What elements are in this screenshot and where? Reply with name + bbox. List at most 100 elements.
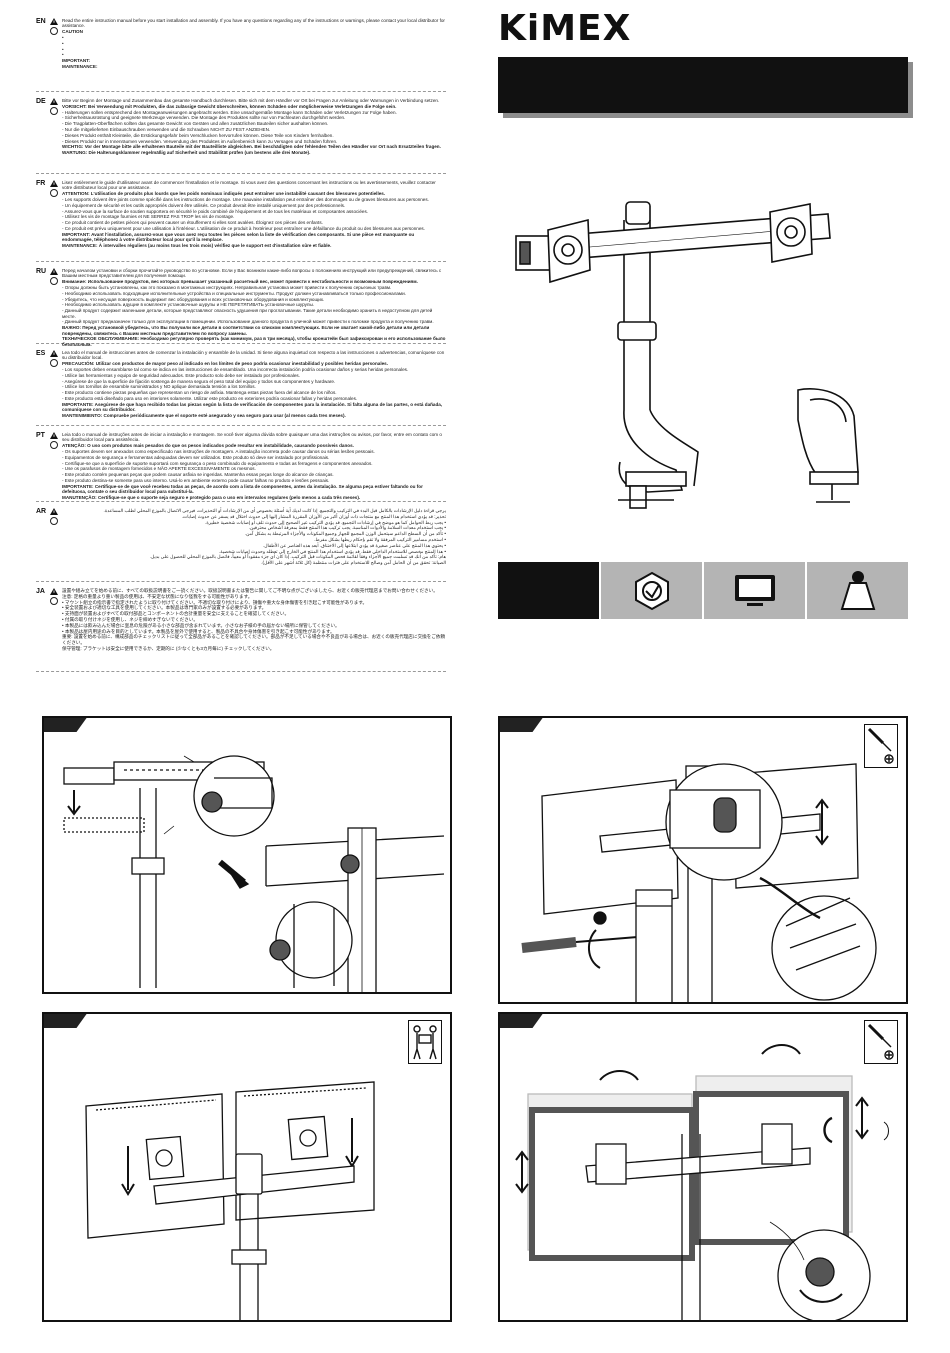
- instruction-line: MAINTENANCE: À intervalles réguliers (au…: [62, 242, 332, 248]
- language-block-pt: PT Leia todo o manual de instruções antes…: [36, 432, 446, 502]
- language-code: DE: [36, 98, 46, 105]
- instruction-line: - Utilisez les vis de montage fournies e…: [62, 214, 235, 220]
- step-panel-3: [498, 716, 908, 1004]
- manual-icon: [50, 597, 58, 605]
- language-code: FR: [36, 180, 46, 187]
- instruction-line: WARTUNG: Die Halterungsklammer regelmäßi…: [62, 150, 311, 156]
- instruction-line: تحذير: قد يؤدي استخدام هذا المنتج مع منت…: [181, 513, 446, 519]
- instruction-line: 設置や組み立てを始める前に、すべての取扱説明書をご一読ください。取扱説明書または…: [62, 588, 438, 593]
- title-banner: [498, 57, 908, 113]
- instruction-line: - Utilice las herramientas y equipo de s…: [62, 372, 300, 378]
- instruction-line: IMPORTANT: Avant l'installation, assurez…: [62, 231, 415, 243]
- step-tab: [44, 1014, 88, 1028]
- instruction-line: - Este produto contém pequenas peças que…: [62, 472, 334, 478]
- language-block-fr: FR Lisez entièrement le guide d'utilisate…: [36, 180, 446, 262]
- instruction-line: - Nur die mitgelieferten Einbauschrauben…: [62, 126, 271, 132]
- language-block-ru: RU Перед началом установки и сборки прочи…: [36, 268, 446, 347]
- instruction-line: - Asegúrese de que la superficie de fija…: [62, 378, 336, 384]
- language-text: 設置や組み立てを始める前に、すべての取扱説明書をご一読ください。取扱説明書または…: [62, 588, 446, 651]
- manual-icon: [50, 359, 58, 367]
- instruction-line: • هذا المنتج مخصص للاستخدام الداخلي فقط.…: [219, 548, 446, 554]
- instruction-line: - Este producto está diseñado para uso e…: [62, 395, 358, 401]
- instruction-line: MAINTENANCE:: [62, 63, 98, 69]
- instruction-line: • 本製品には飲み込んだ場合に窒息の危険がある小さな部品が含まれています。小さな…: [62, 622, 340, 628]
- manual-icon: [50, 517, 58, 525]
- instruction-line: PRECAUCIÓN: Utilizar con productos de ma…: [62, 361, 388, 367]
- instruction-line: - Utilice los tornillos de ensamble sumi…: [62, 384, 256, 390]
- manual-icon: [50, 107, 58, 115]
- instruction-line: هام: تأكد من أنك قد تسلمت جميع الأجزاء و…: [149, 554, 446, 560]
- language-code: PT: [36, 432, 45, 439]
- instruction-line: - Os suportes devem ser anexados como es…: [62, 449, 375, 454]
- instruction-line: 注意: 定格の重量より重い製品の使用は、不安定な状態になり怪我をする可能性があり…: [62, 593, 253, 599]
- language-text: Перед началом установки и сборки прочита…: [62, 268, 446, 348]
- language-text: Bitte vor Beginn der Montage und Zusamme…: [62, 98, 446, 156]
- warning-icon: [50, 98, 58, 105]
- step-3-illustration: [521, 763, 877, 1002]
- instruction-line: • يحتوي هذا المنتج على عناصر صغيرة قد يؤ…: [262, 542, 446, 548]
- instruction-line: - Assurez-vous que la surface de soutien…: [62, 208, 369, 214]
- step-1-illustration: [63, 755, 445, 992]
- manual-icon: [50, 27, 58, 35]
- warning-icon: [50, 588, 58, 595]
- monitor-icon: [734, 574, 775, 606]
- language-text: Read the entire instruction manual befor…: [62, 18, 446, 70]
- instruction-line: الصيانة: تحقق من أن الحامل آمن وصالح للا…: [261, 560, 446, 566]
- manual-icon: [50, 277, 58, 285]
- language-code: EN: [36, 18, 46, 25]
- weight-icon: [840, 570, 875, 610]
- instruction-line: WICHTIG: Vor der Montage bitte alle erha…: [62, 144, 441, 150]
- instruction-line: ТЕХНИЧЕСКОЕ ОБСЛУЖИВАНИЕ: Необходимо рег…: [62, 336, 446, 347]
- instruction-line: •: [62, 35, 64, 40]
- instruction-line: - Dieses Produkt nur in Innenräumen verw…: [62, 138, 338, 144]
- spec-strip: [498, 562, 908, 619]
- screwdriver-tool-box: [864, 1020, 898, 1064]
- two-person-tool-box: [408, 1020, 442, 1064]
- instruction-line: - Este produto destina-se somente para u…: [62, 477, 330, 483]
- instruction-line: Lisez entièrement le guide d'utilisateur…: [62, 180, 436, 191]
- step-2-illustration: [85, 1081, 375, 1320]
- language-text: Lea todo el manual de instrucciones ante…: [62, 350, 446, 419]
- warning-icon: [50, 350, 58, 357]
- instruction-line: • 支持面が装置およびすべての取付部品とコンポーネントの合計重量を安全に支えるこ…: [62, 611, 290, 617]
- instruction-line: - Les supports doivent être joints comme…: [62, 197, 429, 202]
- instruction-line: • 付属の取り付けネジを使用し、ネジを締めすぎないでください。: [62, 616, 198, 622]
- language-code: JA: [36, 588, 45, 595]
- language-text: يرجى قراءة دليل الإرشادات بالكامل قبل ال…: [62, 508, 446, 566]
- instruction-line: • 本製品は屋内用途のみを目的としています。本製品を屋外で使用すると、製品の不具…: [62, 628, 335, 634]
- instruction-line: Lea todo el manual de instrucciones ante…: [62, 350, 445, 361]
- instruction-line: - Данный продукт содержит маленькие дета…: [62, 308, 433, 319]
- instruction-line: - Un équipement de sécurité et les outil…: [62, 202, 346, 208]
- instruction-line: - Данный продукт предназначен только для…: [62, 319, 434, 325]
- instruction-line: - Die Tragplatten-Oberflächen sollten da…: [62, 121, 329, 127]
- step-panel-4: [498, 1012, 908, 1322]
- instruction-line: - Equipamentos de segurança e ferramenta…: [62, 454, 330, 460]
- instruction-line: • يجب استخدام معدات السلامة والأدوات الم…: [248, 525, 446, 531]
- instruction-line: VORSICHT: Bei Verwendung mit Produkten, …: [62, 103, 397, 109]
- instruction-line: IMPORTANT:: [62, 58, 90, 64]
- language-code: RU: [36, 268, 47, 275]
- instruction-line: - Dieses Produkt enthält Kleinteile, die…: [62, 132, 334, 138]
- instruction-line: - Опоры должны быть установлены, как это…: [62, 285, 392, 290]
- vesa-icon: [634, 571, 669, 610]
- instruction-line: MANUTENÇÃO: Certifique-se que o suporte …: [62, 494, 361, 500]
- instruction-line: - Необходимо использовать подходящие исп…: [62, 290, 406, 296]
- instruction-line: 保守管理: ブラケットは安全に使用できるか、定期的に (少なくとも3カ月毎に) …: [62, 645, 275, 651]
- language-text: Leia todo o manual de instruções antes d…: [62, 432, 446, 501]
- instruction-line: • يجب ربط الحوامل كما هو موضح في إرشادات…: [205, 519, 446, 525]
- spec-cell-weight: [807, 562, 908, 619]
- instruction-line: ATTENTION: L'utilisation de produits plu…: [62, 191, 386, 197]
- step-tab: [44, 718, 88, 732]
- instruction-line: ВАЖНО: Перед установкой убедитесь, что В…: [62, 325, 430, 336]
- instruction-line: MANTENIMIENTO: Compruebe periódicamente …: [62, 412, 346, 418]
- screwdriver-icon: [867, 727, 894, 764]
- step-panel-2: [42, 1012, 452, 1322]
- language-block-ja: JA 設置や組み立てを始める前に、すべての取扱説明書をご一読ください。取扱説明書ま…: [36, 588, 446, 672]
- language-block-en: EN Read the entire instruction manual bef…: [36, 18, 446, 92]
- instruction-line: - Ce produit contient de petites pièces …: [62, 220, 323, 226]
- language-block-de: DE Bitte vor Beginn der Montage und Zusam…: [36, 98, 446, 174]
- instruction-line: • 安全装置および適切な工具を使用してください。本製品は専門家のみが設置する必要…: [62, 605, 267, 611]
- instruction-line: Read the entire instruction manual befor…: [62, 18, 445, 29]
- instruction-line: • تأكد من أن السطح الداعم سيتحمل الوزن ا…: [244, 531, 446, 537]
